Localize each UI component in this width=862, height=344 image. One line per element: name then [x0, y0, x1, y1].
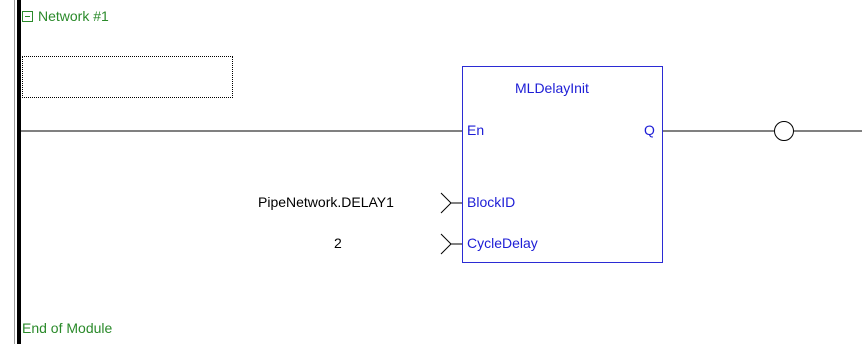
input-pin-blockid[interactable]: BlockID	[467, 194, 516, 210]
left-power-rail	[17, 0, 21, 344]
block-name: MLDelayInit	[515, 80, 589, 96]
network-header[interactable]: Network #1	[22, 8, 109, 24]
input-pin-cycledelay[interactable]: CycleDelay	[467, 235, 538, 251]
network-comment-box[interactable]	[22, 56, 233, 98]
end-of-module-label: End of Module	[22, 320, 113, 336]
input-arrow-icon	[440, 192, 462, 214]
network-title[interactable]: Network #1	[38, 8, 109, 24]
input-arrow-icon	[440, 233, 462, 255]
output-pin-q[interactable]: Q	[644, 122, 655, 138]
power-rail-thin	[14, 0, 15, 344]
coil-icon[interactable]	[774, 121, 794, 141]
collapse-minus-icon[interactable]	[22, 10, 33, 22]
function-block[interactable]	[462, 66, 663, 263]
input-pin-en[interactable]: En	[467, 122, 485, 138]
cycledelay-parameter-value[interactable]: 2	[334, 235, 342, 251]
blockid-parameter-value[interactable]: PipeNetwork.DELAY1	[258, 194, 394, 210]
